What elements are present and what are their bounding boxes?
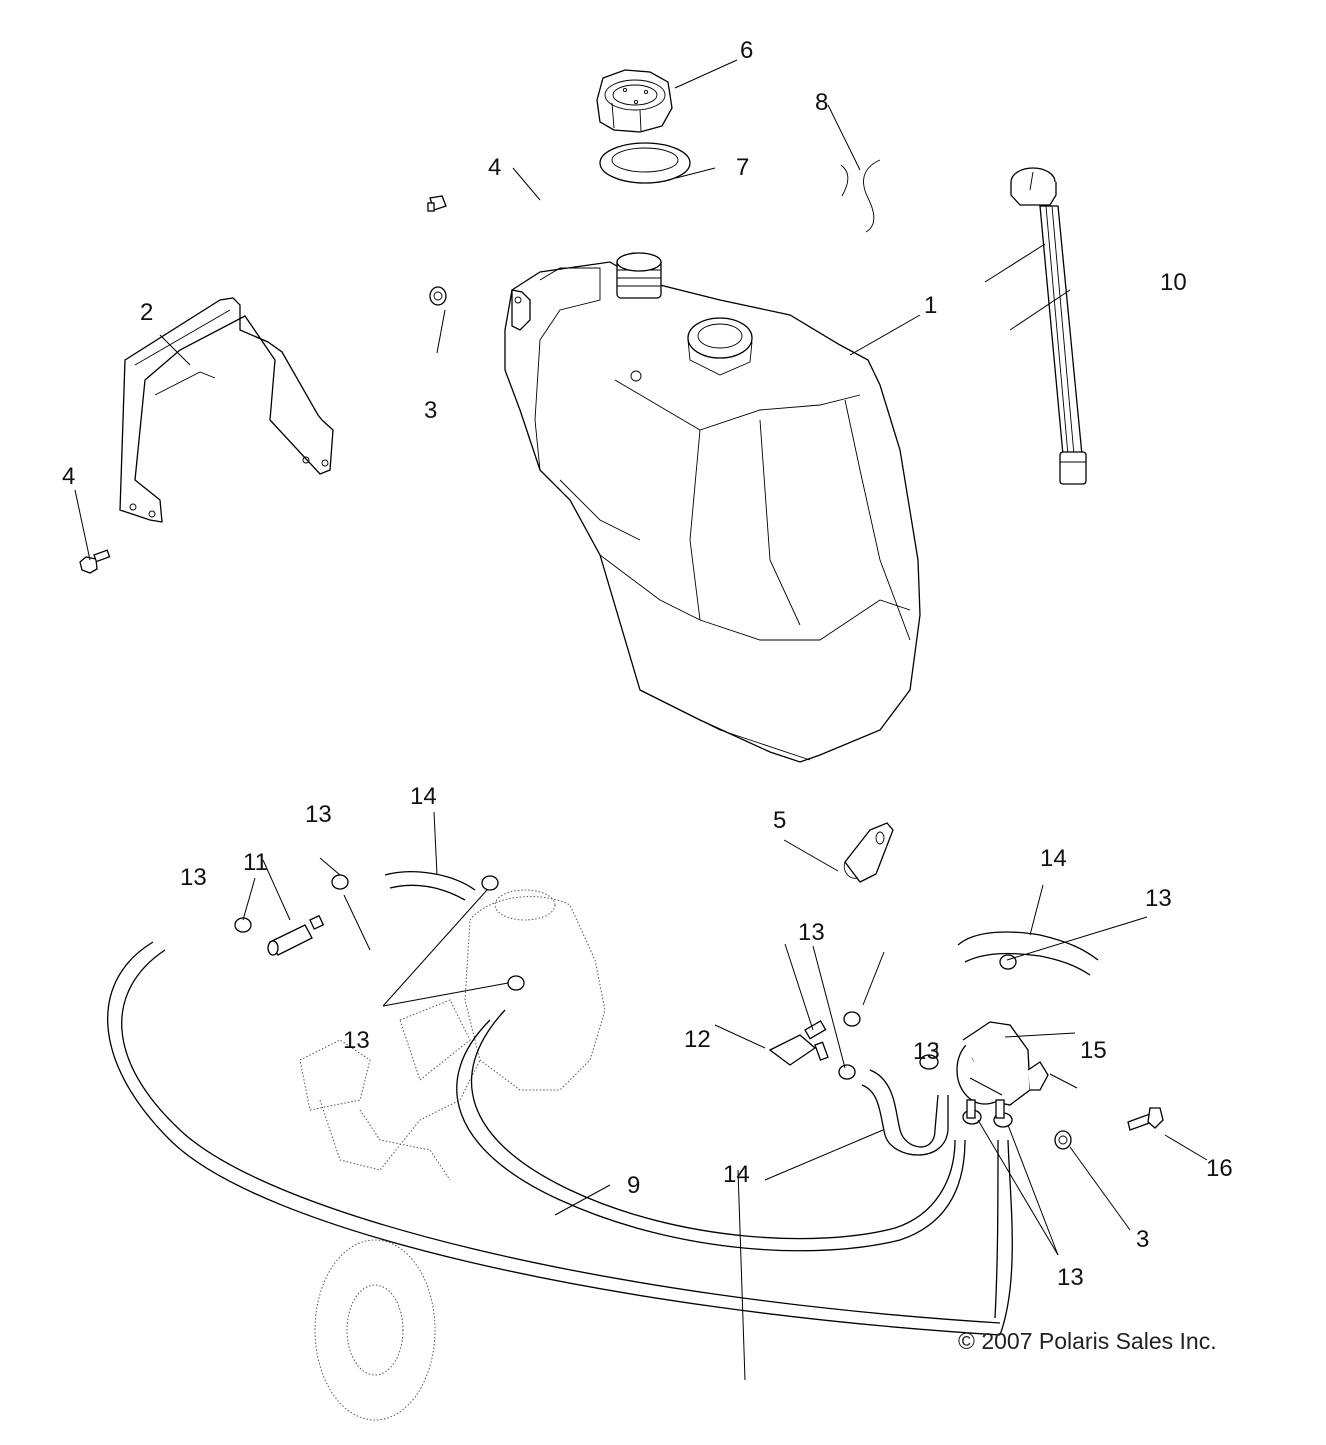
hose-clamp: [919, 1054, 939, 1070]
callout-16: 16: [1206, 1155, 1233, 1182]
callout-4: 4: [62, 463, 75, 490]
callout-13: 13: [343, 1027, 370, 1054]
callout-11: 11: [243, 849, 268, 876]
cap-seal: [599, 142, 691, 184]
callout-10: 10: [1160, 269, 1187, 296]
inline-filter: [267, 914, 325, 956]
fuel-cap: [596, 69, 673, 133]
callout-8: 8: [815, 89, 828, 116]
callout-13: 13: [798, 919, 825, 946]
hose-clamp: [234, 917, 252, 933]
hose: [957, 931, 1099, 976]
callout-labels: 6 8 4 7 10 2 1 3 4 14 13 5 14 11 13 13 1…: [62, 37, 1233, 1291]
callout-9: 9: [627, 1172, 640, 1199]
callout-13: 13: [1057, 1264, 1084, 1291]
fuel-pump: [956, 1021, 1049, 1119]
hose: [384, 871, 476, 901]
bolt: [427, 195, 447, 212]
callout-1: 1: [924, 292, 937, 319]
callout-4: 4: [488, 154, 501, 181]
callout-7: 7: [736, 154, 749, 181]
callout-14: 14: [723, 1161, 750, 1188]
t-fitting-valve: [768, 1020, 829, 1066]
callout-2: 2: [140, 299, 153, 326]
callout-3: 3: [424, 397, 437, 424]
callout-13: 13: [913, 1038, 940, 1065]
callout-12: 12: [684, 1026, 711, 1053]
callout-13: 13: [1145, 885, 1172, 912]
hose: [861, 1069, 949, 1156]
fuel-line: [107, 941, 1013, 1336]
nut: [1054, 1130, 1072, 1150]
engine-outline: [299, 889, 606, 1421]
fuel-level-sender: [1010, 167, 1087, 485]
hose-clamp: [331, 874, 349, 890]
callout-13: 13: [180, 864, 207, 891]
hose-clamp: [481, 875, 499, 891]
hose-clamp: [843, 1011, 861, 1027]
callout-14: 14: [410, 783, 437, 810]
copyright-notice: © 2007 Polaris Sales Inc.: [958, 1328, 1217, 1354]
leader-lines: [74, 59, 1208, 1381]
bolt: [79, 549, 111, 574]
hose-clamp: [838, 1064, 856, 1080]
tank-bracket: [119, 297, 334, 523]
vent-hose: [840, 159, 881, 233]
fuel-tank: [504, 252, 921, 763]
callout-3: 3: [1136, 1226, 1149, 1253]
callout-13: 13: [305, 801, 332, 828]
hose-clamp: [507, 975, 525, 991]
pump-bolt: [1127, 1107, 1164, 1131]
hose-clip: [843, 822, 894, 883]
callout-5: 5: [773, 807, 786, 834]
hose-clamp: [999, 954, 1017, 970]
callout-15: 15: [1080, 1037, 1107, 1064]
callout-6: 6: [740, 37, 753, 64]
callout-14: 14: [1040, 845, 1067, 872]
nut: [429, 286, 447, 306]
